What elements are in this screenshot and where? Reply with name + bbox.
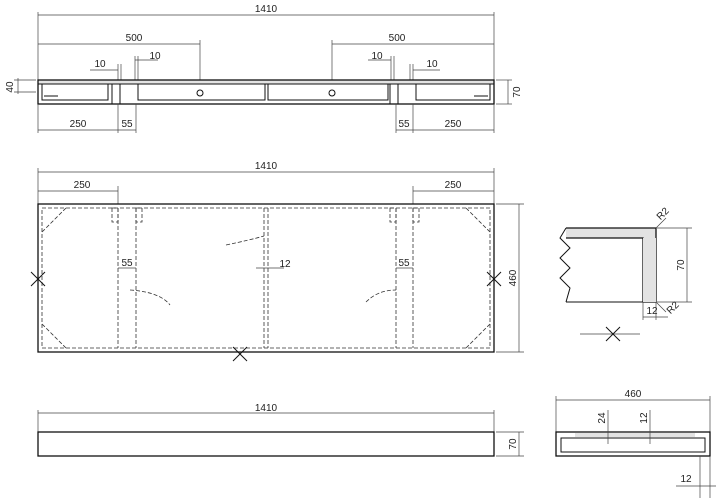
dim-side-offset-12: 12 bbox=[639, 412, 650, 424]
dim-top-overall: 1410 bbox=[255, 4, 278, 15]
dim-top-gap-b: 10 bbox=[149, 51, 161, 62]
dim-side-bottom: 12 bbox=[680, 474, 692, 485]
dim-top-thickness-left: 40 bbox=[5, 81, 16, 93]
dim-top-height-right: 70 bbox=[512, 86, 523, 98]
dim-side-overall: 460 bbox=[625, 389, 642, 400]
support-mark-left bbox=[30, 271, 46, 287]
dim-plan-end-left: 250 bbox=[74, 180, 91, 191]
dim-top-sink-right: 500 bbox=[389, 33, 406, 44]
dim-plan-rib-center: 12 bbox=[279, 259, 291, 270]
dim-plan-depth: 460 bbox=[508, 269, 519, 286]
dim-top-gap-a: 10 bbox=[94, 59, 106, 70]
dim-front-height: 70 bbox=[508, 438, 519, 450]
dim-plan-rib-right: 55 bbox=[398, 258, 410, 269]
dim-top-gap-c: 10 bbox=[371, 51, 383, 62]
plan-view: 1410 250 250 55 12 bbox=[30, 161, 524, 362]
dim-side-offset-24: 24 bbox=[597, 412, 608, 424]
detail-wall: 12 bbox=[646, 306, 658, 317]
dim-top-web-left: 55 bbox=[121, 119, 133, 130]
dim-top-sink-left: 500 bbox=[126, 33, 143, 44]
front-view: 1410 70 bbox=[37, 403, 524, 457]
top-section-view: 1410 500 500 10 10 10 10 bbox=[5, 4, 523, 133]
edge-detail-view: R2 70 R2 12 bbox=[559, 206, 692, 342]
dim-front-overall: 1410 bbox=[255, 403, 278, 414]
side-view: 460 24 12 12 bbox=[555, 389, 716, 498]
detail-support-mark bbox=[605, 326, 621, 342]
detail-radius-top: R2 bbox=[655, 206, 672, 223]
dim-top-gap-d: 10 bbox=[426, 59, 438, 70]
dim-plan-rib-left: 55 bbox=[121, 258, 133, 269]
dim-plan-overall: 1410 bbox=[255, 161, 278, 172]
support-mark-right bbox=[486, 271, 502, 287]
dim-top-web-right: 55 bbox=[398, 119, 410, 130]
detail-height: 70 bbox=[676, 259, 687, 271]
dim-plan-end-right: 250 bbox=[445, 180, 462, 191]
support-mark-bottom bbox=[232, 346, 248, 362]
dim-top-end-left: 250 bbox=[70, 119, 87, 130]
dim-top-end-right: 250 bbox=[445, 119, 462, 130]
